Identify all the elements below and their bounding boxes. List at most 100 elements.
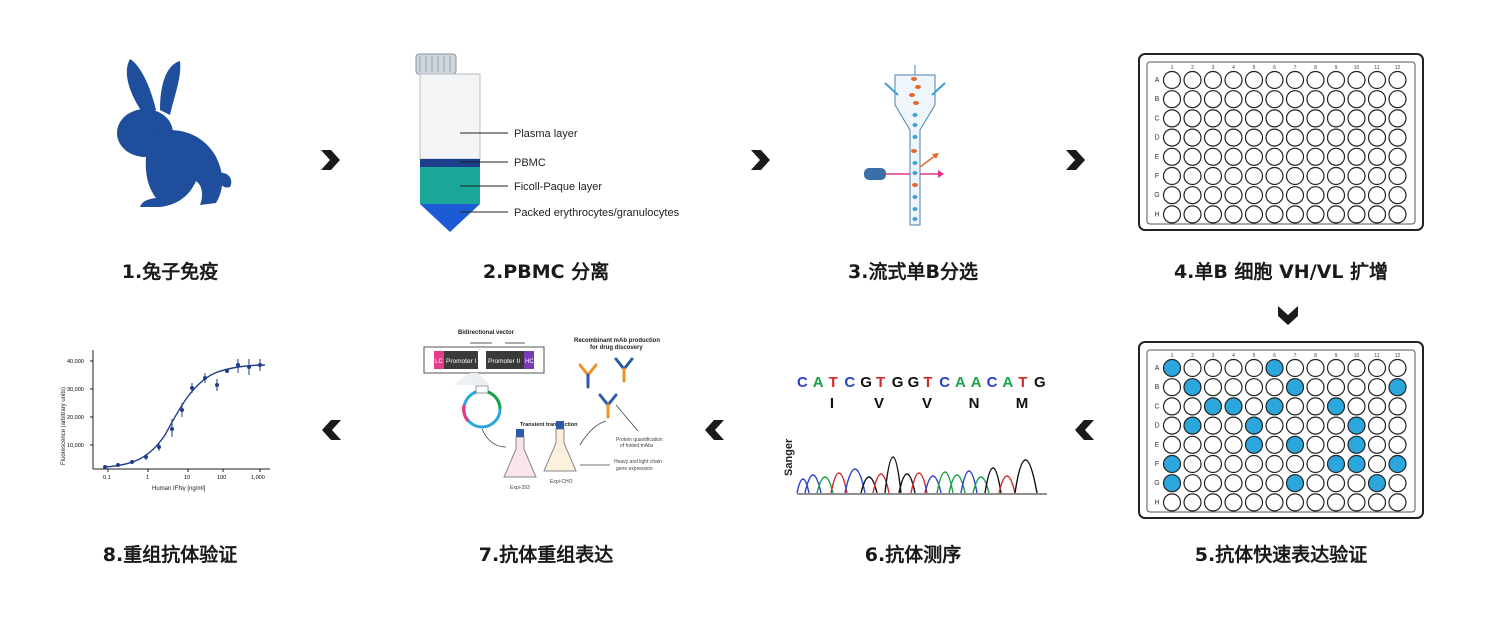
plate-well: [1306, 493, 1325, 512]
plate-well: [1244, 70, 1264, 90]
plate-well: [1285, 378, 1305, 397]
plate-well: [1326, 435, 1346, 454]
dna-base: G: [1034, 374, 1046, 391]
plate-well: [1224, 186, 1243, 205]
plate-well: [1367, 378, 1387, 397]
plate-row-label: D: [1154, 135, 1159, 142]
plate-well: [1285, 90, 1305, 109]
plate-well: [1306, 397, 1325, 416]
plate-well: [1203, 416, 1223, 435]
plate-well: [1306, 416, 1325, 435]
plate-well: [1183, 90, 1202, 109]
plate-well: [1265, 166, 1284, 186]
plate-well: [1347, 147, 1366, 166]
step-3-caption: 3.流式单B分选: [848, 261, 978, 283]
plate-well: [1367, 416, 1387, 435]
plate-well: [1224, 493, 1243, 512]
plate-row-label: B: [1155, 384, 1160, 391]
plate-well: [1388, 166, 1407, 186]
plate-well: [1388, 378, 1407, 397]
plate-well: [1244, 416, 1264, 435]
plate-col-label: 2: [1191, 353, 1194, 359]
step-1-caption: 1.兔子免疫: [121, 261, 219, 283]
plate-col-label: 3: [1212, 65, 1215, 71]
x-tick: 100: [217, 475, 226, 481]
arrow-down-icon: [1276, 303, 1300, 331]
plate-col-label: 7: [1294, 353, 1297, 359]
plate-well: [1388, 474, 1407, 493]
plate-well: [1244, 454, 1264, 474]
y-tick: 30,000: [67, 387, 84, 393]
step-8-dose-response-plot: Fluorescence (arbitrary units) 10,000 20…: [55, 345, 285, 495]
plate-well: [1265, 435, 1284, 454]
x-tick: 1,000: [251, 475, 265, 481]
plate-well: [1326, 416, 1346, 435]
expression-label: Heavy and light chain: [614, 459, 662, 465]
plate-well: [1388, 90, 1407, 109]
dna-base: A: [813, 374, 824, 391]
plate-well: [1224, 70, 1243, 90]
step-7-caption: 7.抗体重组表达: [478, 544, 614, 566]
plate-well: [1347, 397, 1366, 416]
step-4-caption: 4.单B 细胞 VH/VL 扩增: [1173, 261, 1389, 283]
plate-well: [1224, 147, 1243, 166]
step-7-expression-illustration: Bidirectional vector LC Promoter I Promo…: [420, 325, 690, 510]
plate-well: [1285, 474, 1305, 493]
plate-col-label: 10: [1354, 65, 1360, 71]
layer-label: Plasma layer: [514, 128, 578, 140]
plate-well: [1347, 474, 1366, 493]
promoter-1-label: Promoter I: [446, 358, 477, 365]
plate-row-label: F: [1155, 461, 1159, 468]
layer-label: PBMC: [514, 157, 546, 169]
plate-well: [1183, 166, 1202, 186]
plate-well: [1203, 147, 1223, 166]
plate-well: [1306, 205, 1325, 224]
dna-base: T: [876, 374, 885, 391]
plate-well: [1285, 358, 1305, 378]
plate-well: [1183, 454, 1202, 474]
production-title: Recombinant mAb production: [574, 338, 660, 344]
plate-well: [1367, 358, 1387, 378]
plate-well: [1265, 474, 1284, 493]
plate-well: [1224, 378, 1243, 397]
y-tick: 40,000: [67, 359, 84, 365]
plate-well: [1183, 378, 1202, 397]
plate-well: [1265, 378, 1284, 397]
plate-well: [1224, 397, 1243, 416]
flask-1-label: Expi-293: [510, 485, 530, 491]
plate-well: [1285, 454, 1305, 474]
expression-label-2: gene expression: [616, 466, 653, 472]
x-tick: 10: [184, 475, 190, 481]
plate-well: [1306, 109, 1325, 128]
plate-well: [1203, 378, 1223, 397]
x-tick: 0.1: [103, 475, 111, 481]
plate-well: [1388, 109, 1407, 128]
plate-row-label: H: [1154, 211, 1159, 218]
plate-well: [1265, 90, 1284, 109]
y-tick: 20,000: [67, 415, 84, 421]
plate-well: [1367, 128, 1387, 147]
plate-well: [1306, 147, 1325, 166]
plate-well: [1224, 435, 1243, 454]
plate-well: [1347, 186, 1366, 205]
plate-well: [1244, 186, 1264, 205]
plate-col-label: 6: [1273, 353, 1276, 359]
vector-title: Bidirectional vector: [458, 330, 515, 336]
plate-well: [1224, 109, 1243, 128]
plate-well: [1183, 109, 1202, 128]
plate-well: [1162, 378, 1182, 397]
plate-well: [1285, 109, 1305, 128]
quant-label: Protein quantification: [616, 437, 663, 443]
plate-well: [1347, 416, 1366, 435]
plate-col-label: 1: [1171, 353, 1174, 359]
plate-row-label: A: [1155, 365, 1160, 372]
layer-label: Packed erythrocytes/granulocytes: [514, 207, 680, 219]
arrow-right-icon: [318, 148, 342, 176]
plate-well: [1306, 358, 1325, 378]
plate-well: [1388, 397, 1407, 416]
arrow-left-icon: [703, 418, 727, 446]
plate-well: [1183, 147, 1202, 166]
plate-well: [1244, 493, 1264, 512]
